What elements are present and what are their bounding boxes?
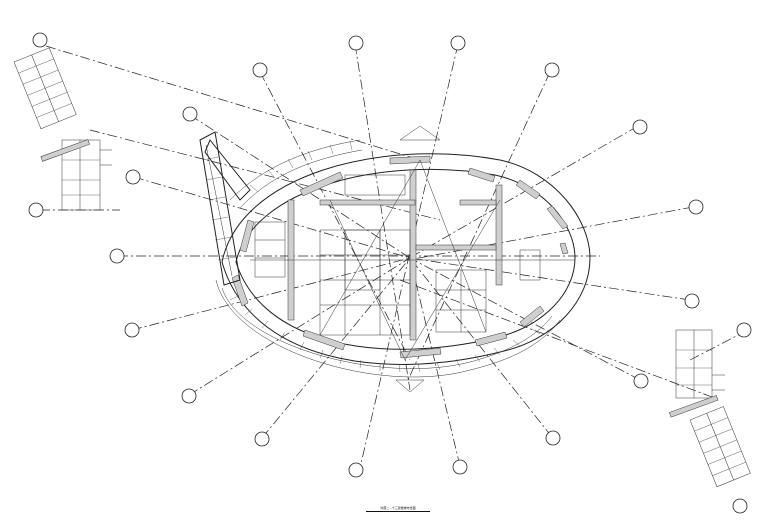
grid-bubble bbox=[182, 106, 198, 122]
left-tail-stairs bbox=[199, 131, 251, 286]
grid-bubble bbox=[736, 322, 752, 338]
detail-stair-bottom-right-rotated bbox=[689, 406, 751, 488]
grid-bubble bbox=[28, 202, 44, 218]
grid-bubble bbox=[633, 373, 649, 389]
grid-bubble bbox=[124, 322, 140, 338]
grid-bubble bbox=[544, 62, 560, 78]
grid-lines bbox=[40, 43, 749, 469]
detail-stair-top-left bbox=[13, 47, 77, 130]
grid-bubble bbox=[252, 62, 268, 78]
detail-stair-left-section bbox=[40, 139, 112, 211]
grid-bubble bbox=[732, 498, 748, 514]
grid-bubble bbox=[452, 459, 468, 475]
grid-bubble bbox=[684, 293, 700, 309]
grid-bubble bbox=[32, 32, 48, 48]
axis-markers bbox=[395, 125, 441, 393]
drawing-title: 外圈二~十三层楼梯布置图 bbox=[380, 506, 416, 510]
grid-bubble bbox=[109, 248, 125, 264]
grid-bubble bbox=[125, 169, 141, 185]
building-outline bbox=[221, 153, 591, 365]
grid-bubble bbox=[181, 388, 197, 404]
grid-bubble bbox=[450, 35, 466, 51]
grid-bubble bbox=[348, 462, 364, 478]
outer-ring-stairs bbox=[215, 139, 561, 378]
grid-bubbles bbox=[28, 32, 752, 514]
grid-bubble bbox=[254, 431, 270, 447]
grid-bubble bbox=[632, 119, 648, 135]
grid-bubble bbox=[545, 430, 561, 446]
grid-bubble bbox=[688, 199, 704, 215]
title-underline bbox=[366, 511, 430, 512]
detail-stair-bottom-right bbox=[669, 329, 725, 418]
grid-bubble bbox=[348, 35, 364, 51]
